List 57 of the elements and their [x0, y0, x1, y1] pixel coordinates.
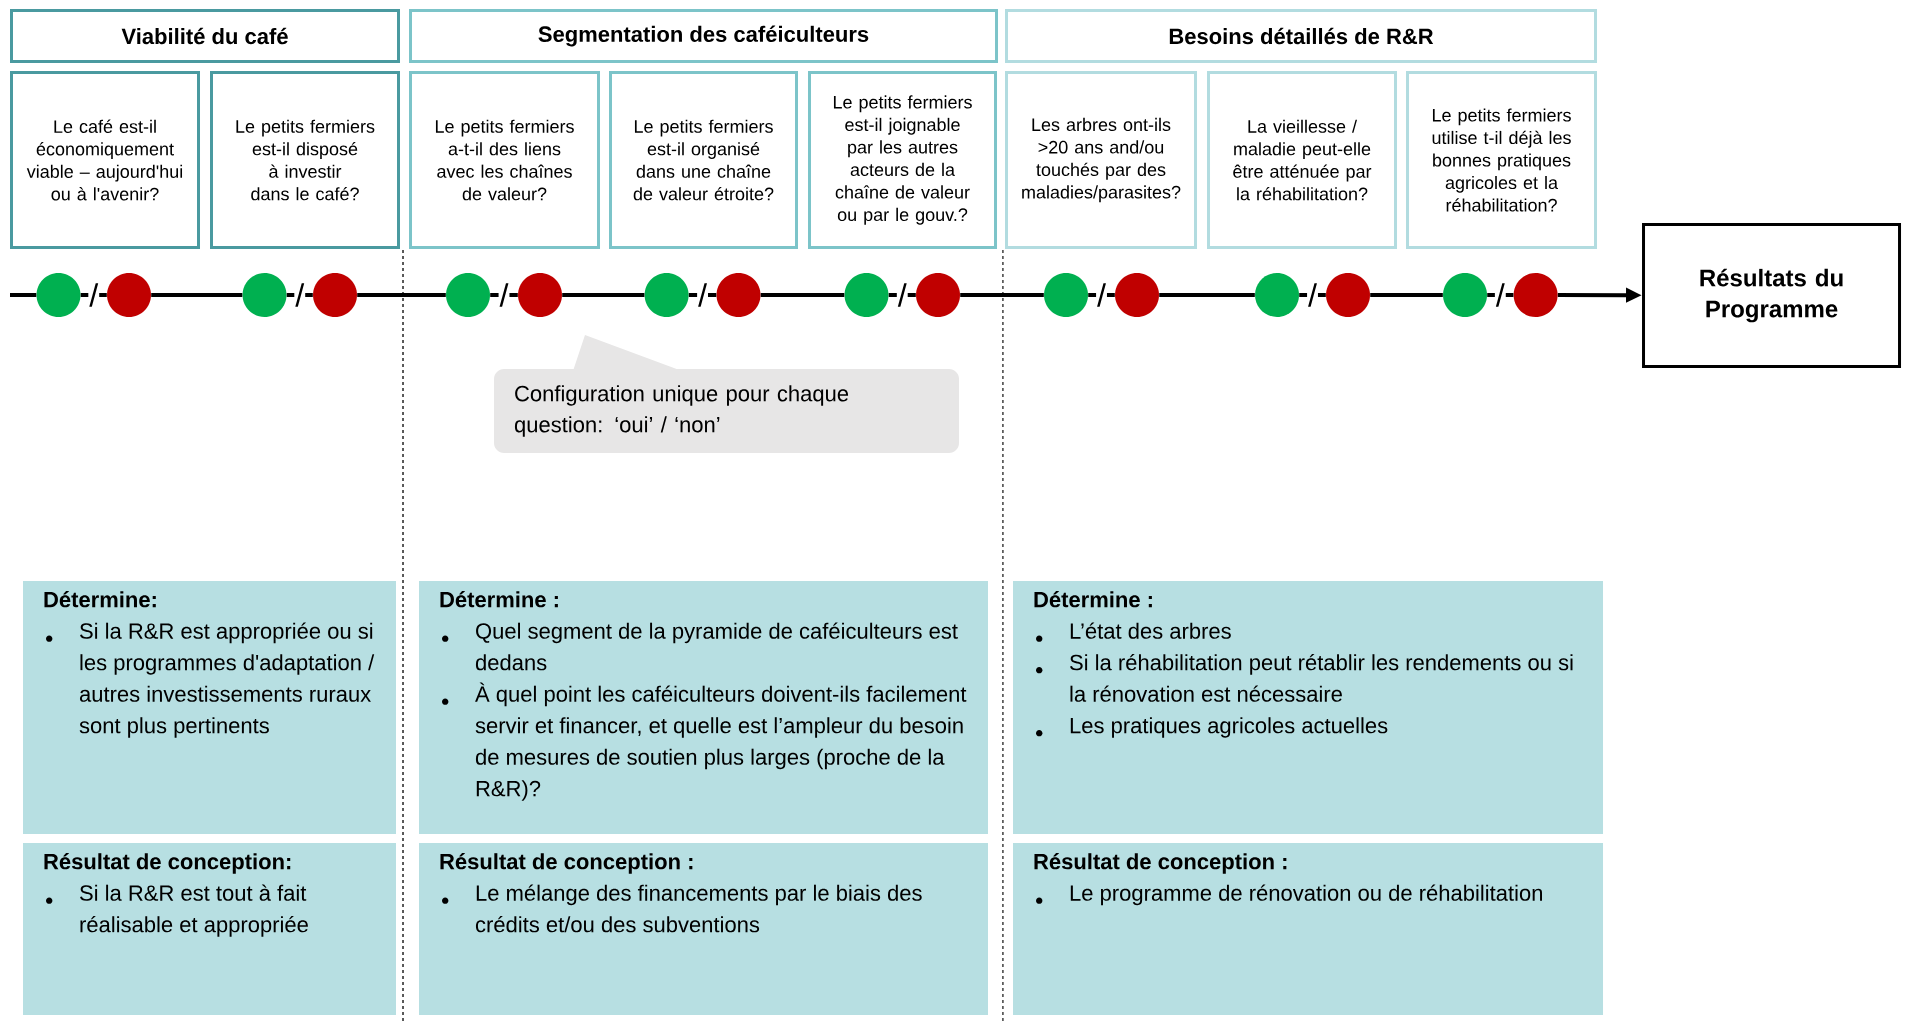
connector-line	[10, 293, 37, 297]
connector-line	[357, 293, 446, 297]
question-box: Les arbres ont-ils >20 ans and/ou touchés par des maladies/parasites?	[1005, 71, 1197, 249]
question-box: Le petits fermiers utilise t-il déjà les bonnes pratiques agricoles et la réhabilitation?	[1406, 71, 1597, 249]
status-dot	[518, 273, 562, 317]
status-dot	[1255, 273, 1299, 317]
edge-label: /	[1494, 282, 1506, 308]
question-box: Le café est-il économiquement viable – aujourd'hui ou à l'avenir?	[10, 71, 200, 249]
connector-line	[562, 293, 645, 297]
status-dot	[844, 273, 889, 317]
edge-label: /	[697, 282, 708, 308]
section-header: Besoins détaillés de R&R	[1005, 9, 1597, 63]
status-dot	[1513, 273, 1558, 317]
status-dot	[1115, 273, 1159, 317]
info-panel: Détermine : L’état des arbres Si la réhabilitation peut rétablir les rendements ou si la rénovation est nécessaire Les pratiques agricoles actuelles	[1013, 581, 1603, 834]
question-box: Le petits fermiers est-il joignable par les autres acteurs de la chaîne de valeur ou par le gouv.?	[808, 71, 997, 249]
status-dot	[242, 273, 287, 317]
status-dot	[916, 273, 960, 317]
result-box: Résultats du Programme	[1642, 223, 1901, 368]
connector-line	[1370, 293, 1443, 297]
info-panel: Détermine : Quel segment de la pyramide de caféiculteurs est dedans À quel point les caféiculteurs doivent-ils facilement servir et financer, et quelle est l’ampleur du besoin de mesures de soutien plus larges (proche de la R&R)?	[419, 581, 988, 834]
status-dot	[644, 273, 689, 317]
edge-label: /	[896, 282, 908, 308]
question-box: La vieillesse / maladie peut-elle être atténuée par la réhabilitation?	[1207, 71, 1397, 249]
connector-line	[1159, 293, 1255, 297]
connector-line	[286, 293, 313, 297]
info-panel: Résultat de conception: Si la R&R est tout à fait réalisable et appropriée	[23, 843, 396, 1015]
edge-label: /	[294, 282, 306, 308]
connector-line	[688, 293, 717, 297]
status-dot	[107, 273, 151, 317]
edge-label: /	[1096, 282, 1107, 308]
question-box: Le petits fermiers a-t-il des liens avec les chaînes de valeur?	[409, 71, 600, 249]
info-panel: Résultat de conception : Le programme de rénovation ou de réhabilitation	[1013, 843, 1603, 1015]
status-dot	[1443, 273, 1487, 317]
status-dot	[446, 273, 490, 317]
info-panel: Résultat de conception : Le mélange des financements par le biais des crédits et/ou des subventions	[419, 843, 988, 1015]
section-header: Segmentation des caféiculteurs	[409, 9, 998, 63]
status-dot	[36, 273, 81, 317]
info-panel: Détermine: Si la R&R est appropriée ou si les programmes d'adaptation / autres investissements ruraux sont plus pertinents	[23, 581, 396, 834]
connector-line	[1487, 293, 1514, 297]
edge-label: /	[88, 282, 100, 308]
question-box: Le petits fermiers est-il organisé dans une chaîne de valeur étroite?	[609, 71, 798, 249]
section-header: Viabilité du café	[10, 9, 400, 63]
connector-line	[490, 293, 518, 297]
connector-line	[960, 293, 1044, 297]
status-dot	[716, 273, 761, 317]
edge-label: /	[1307, 282, 1318, 308]
status-dot	[1326, 273, 1370, 317]
status-dot	[313, 273, 357, 317]
connector-line	[760, 293, 845, 297]
status-dot	[1044, 273, 1088, 317]
question-box: Le petits fermiers est-il disposé à investir dans le café?	[210, 71, 400, 249]
connector-line	[888, 293, 916, 297]
edge-label: /	[498, 282, 510, 308]
connector-line	[151, 293, 243, 297]
speech-bubble: Configuration unique pour chaque question: ‘oui’ / ‘non’	[494, 335, 959, 453]
connector-line	[80, 293, 107, 297]
